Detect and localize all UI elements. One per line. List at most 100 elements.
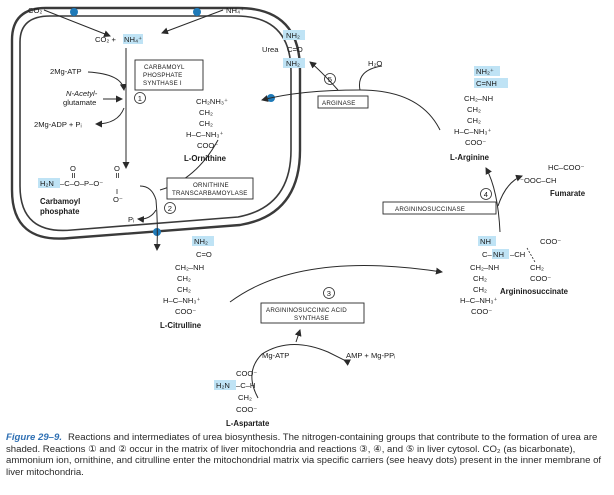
enzyme-box-ass [260,302,365,324]
urea-line1: C=O [287,45,303,54]
ornithine-line5: COO⁻ [197,141,218,150]
argsucc-inner-nh-shade [492,249,509,259]
arginine-nh2-shade [474,66,500,76]
citrulline-line4: CH₂ [177,285,191,294]
molecule-ornithine: CH₂NH₃⁺ CH₂ CH₂ H–C–NH₃⁺ COO⁻ L-Ornithin… [184,97,228,163]
enzyme-cps1-line2: PHOSPHATE [143,72,183,79]
enzyme-cps1-line3: SYNTHASE I [143,80,182,87]
caption-text: Reactions and intermediates of urea bios… [6,432,602,478]
urea-label: Urea [262,45,279,54]
step-5-marker [324,73,336,85]
arginine-name: L-Arginine [450,153,490,162]
amp-label: AMP + Mg-PPᵢ [346,351,395,360]
carbamoyl-h2n-shade [38,178,60,188]
citrulline-name: L-Citrulline [160,321,202,330]
enzyme-otc-line2: TRANSCARBAMOYLASE [172,190,248,197]
arginine-line1: C=NH [476,79,497,88]
step-1-marker [134,92,146,104]
caption-figure-number: Figure 29–9. [6,432,62,443]
argsucc-line1a: C– [482,250,492,259]
step-3-number: 3 [327,289,331,298]
fumarate-line2: ⁻OOC–CH [520,176,557,185]
step-4-number: 4 [484,190,488,199]
molecule-fumarate: HC–COO⁻ ⁻OOC–CH Fumarate [520,163,586,198]
ornithine-line2: CH₂ [199,108,213,117]
arginine-line6: COO⁻ [465,138,486,147]
argsucc-ch2-right: CH₂ [530,263,544,272]
urea-nh2-bottom: NH₂ [286,59,300,68]
arginine-line3: CH₂ [467,105,481,114]
nh4-shade [123,34,143,44]
argsucc-line3: CH₂ [473,274,487,283]
carrier-dot-co2 [70,8,78,16]
citrulline-line5: H–C–NH₃⁺ [163,296,200,305]
molecule-arginine: NH₂⁺ C=NH CH₂–NH CH₂ CH₂ H–C–NH₃⁺ COO⁻ L… [450,66,508,162]
carrier-dot-nh4 [193,8,201,16]
aspartate-line3: CH₂ [238,393,252,402]
argsucc-nh: NH [480,237,491,246]
ornithine-name: L-Ornithine [184,154,227,163]
aspartate-h2n-shade [214,380,236,390]
carbamoyl-name-1: Carbamoyl [40,197,80,206]
nh4-outside-label: NH₄⁺ [226,6,244,15]
aspartate-h2n: H₂N [216,381,230,390]
molecule-citrulline: NH₂ C=O CH₂–NH CH₂ CH₂ H–C–NH₃⁺ COO⁻ L-C… [160,236,214,330]
aspartate-line2: –C–H [236,381,255,390]
argsucc-line4: CH₂ [473,285,487,294]
enzyme-otc-line1: ORNITHINE [193,182,229,189]
urea-nh2-top: NH₂ [286,31,300,40]
arginine-nh2: NH₂⁺ [476,67,494,76]
carbamoyl-o-top2: O [114,164,120,173]
enzyme-box-argininosuccinase [382,201,497,215]
argsucc-coo-right: COO⁻ [530,274,551,283]
molecule-carbamoyl-phosphate: O O H₂N –C–O–P–O⁻ O⁻ Carbamoyl phosphate [38,164,123,216]
urea-cycle-diagram: CO₂ NH₄⁺ CO₂ + NH₄⁺ 2Mg-ATP N-Acetyl- gl… [10,6,586,428]
enzyme-arginase: ARGINASE [322,100,356,107]
arginine-cnh-shade [474,78,508,88]
ornithine-line3: CH₂ [199,119,213,128]
molecule-argininosuccinate: NH COO⁻ C– NH –CH CH₂–NH CH₂ CH₂ COO⁻ CH… [460,236,569,316]
argsucc-line6: COO⁻ [471,307,492,316]
enzyme-cps1-line1: CARBAMOYL [144,64,185,71]
argsucc-coo-top: COO⁻ [540,237,561,246]
ornithine-line4: H–C–NH₃⁺ [186,130,223,139]
argsucc-line2: CH₂–NH [470,263,499,272]
step-1-number: 1 [138,94,142,103]
diagram-canvas: CO₂ NH₄⁺ CO₂ + NH₄⁺ 2Mg-ATP N-Acetyl- gl… [10,6,586,428]
figure-caption: Figure 29–9.Reactions and intermediates … [6,432,606,478]
aspartate-line1: COO⁻ [236,369,257,378]
carbamoyl-o-bottom: O⁻ [113,195,123,204]
step-5-number: 5 [328,75,332,84]
citrulline-nh2: NH₂ [194,237,208,246]
citrulline-line3: CH₂ [177,274,191,283]
ornithine-line1: CH₂NH₃⁺ [196,97,228,106]
enzyme-box-cps1 [134,59,204,91]
enzyme-ass-line2: SYNTHASE [294,315,329,322]
citrulline-line6: COO⁻ [175,307,196,316]
carbamoyl-o-top1: O [70,164,76,173]
citrulline-line1: C=O [196,250,212,259]
aspartate-line4: COO⁻ [236,405,257,414]
n-acetylglutamate-label-1: N-Acetyl- [66,89,98,98]
pi-label: Pᵢ [128,215,134,224]
argsucc-nh-shade [478,236,496,246]
arginine-line5: H–C–NH₃⁺ [454,127,491,136]
enzyme-ass-line1: ARGININOSUCCINIC ACID [266,307,347,314]
citrulline-line2: CH₂–NH [175,263,204,272]
argsucc-line1c: –CH [510,250,525,259]
step-3-marker [323,287,335,299]
urea-nh2-top-shade [283,30,305,40]
n-acetylglutamate-label-2: glutamate [63,98,96,107]
argsucc-line1b: NH [493,250,504,259]
mg-atp-2-label: 2Mg-ATP [50,67,82,76]
carbamoyl-formula: –C–O–P–O⁻ [60,179,103,188]
fumarate-name: Fumarate [550,189,586,198]
carbamoyl-name-2: phosphate [40,207,80,216]
molecule-aspartate: COO⁻ H₂N –C–H CH₂ COO⁻ L-Aspartate [214,369,270,428]
nh4-inside-label: NH₄⁺ [124,35,142,44]
carbamoyl-h2n: H₂N [40,179,54,188]
co2-inside-label: CO₂ + [95,35,116,44]
mg-atp-label: Mg-ATP [262,351,289,360]
molecule-urea: NH₂ Urea C=O NH₂ [262,30,305,68]
mitochondrion-inner-membrane [19,15,292,232]
